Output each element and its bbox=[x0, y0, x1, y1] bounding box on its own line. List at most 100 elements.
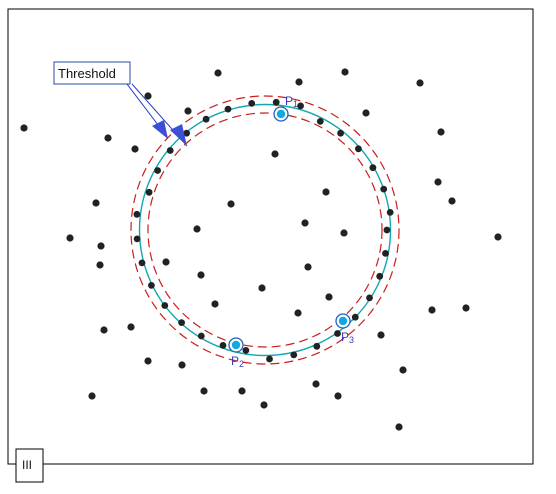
sample-point-marker bbox=[338, 316, 348, 326]
outlier-point bbox=[178, 361, 186, 369]
outlier-point bbox=[416, 79, 424, 87]
outlier-point bbox=[104, 134, 112, 142]
inlier-points bbox=[133, 98, 394, 363]
fitted-circle bbox=[138, 103, 392, 357]
inlier-point bbox=[313, 342, 321, 350]
inlier-point bbox=[382, 250, 389, 257]
outlier-point bbox=[301, 219, 309, 227]
inlier-point bbox=[133, 210, 141, 218]
inlier-point bbox=[351, 313, 359, 321]
outlier-point bbox=[144, 92, 152, 100]
sample-point-p1 bbox=[273, 106, 289, 122]
outlier-point bbox=[325, 293, 333, 301]
outlier-point bbox=[448, 197, 456, 205]
outlier-point bbox=[434, 178, 442, 186]
inlier-point bbox=[197, 332, 205, 340]
inlier-point bbox=[148, 282, 155, 289]
outlier-point bbox=[100, 326, 108, 334]
panel-marker-label: III bbox=[22, 458, 32, 472]
inlier-point bbox=[337, 129, 344, 137]
outlier-point bbox=[97, 242, 105, 250]
outlier-point bbox=[260, 401, 268, 409]
inlier-point bbox=[355, 145, 362, 153]
inlier-point bbox=[242, 347, 250, 354]
inlier-point bbox=[145, 188, 153, 196]
outlier-point bbox=[88, 392, 96, 400]
threshold-inner-boundary bbox=[147, 112, 383, 348]
threshold-outer-boundary bbox=[130, 95, 400, 365]
inlier-point bbox=[272, 98, 280, 106]
outlier-point bbox=[399, 366, 407, 374]
point-label-p2: P2 bbox=[231, 354, 244, 369]
inlier-point bbox=[383, 226, 391, 234]
outlier-point bbox=[20, 124, 28, 132]
inlier-point bbox=[154, 167, 162, 174]
outlier-point bbox=[322, 188, 330, 196]
outlier-point bbox=[197, 271, 205, 279]
outlier-point bbox=[271, 150, 279, 158]
inlier-point bbox=[376, 272, 384, 280]
outlier-point bbox=[341, 68, 349, 76]
arrow-head-icon bbox=[152, 120, 168, 139]
inlier-point bbox=[369, 164, 377, 172]
point-label-p3: P3 bbox=[341, 330, 354, 345]
inlier-point bbox=[316, 118, 324, 125]
outlier-point bbox=[462, 304, 470, 312]
outlier-point bbox=[437, 128, 445, 136]
outlier-point bbox=[66, 234, 74, 242]
outlier-point bbox=[227, 200, 235, 208]
inlier-point bbox=[224, 105, 232, 113]
inlier-point bbox=[386, 209, 394, 216]
outlier-point bbox=[294, 309, 302, 317]
outlier-point bbox=[362, 109, 370, 117]
outlier-point bbox=[428, 306, 436, 314]
outlier-point bbox=[184, 107, 192, 115]
outlier-point bbox=[131, 145, 139, 153]
outlier-point bbox=[258, 284, 266, 292]
outlier-point bbox=[340, 229, 348, 237]
outlier-point bbox=[312, 380, 320, 388]
inlier-point bbox=[178, 319, 186, 326]
inlier-point bbox=[219, 342, 227, 349]
outlier-point bbox=[238, 387, 246, 395]
inlier-point bbox=[133, 235, 141, 243]
inlier-point bbox=[166, 147, 174, 154]
panel-marker-box bbox=[15, 448, 44, 483]
inlier-point bbox=[297, 102, 304, 110]
inlier-point bbox=[334, 330, 341, 337]
outlier-point bbox=[377, 331, 385, 339]
inlier-point bbox=[138, 259, 146, 267]
panel-marker: III bbox=[15, 448, 44, 483]
point-label-p1: P1 bbox=[285, 94, 298, 109]
outlier-point bbox=[200, 387, 208, 395]
threshold-callout: Threshold bbox=[53, 61, 188, 147]
outlier-point bbox=[144, 357, 152, 365]
sample-point-p2 bbox=[228, 337, 244, 353]
inlier-point bbox=[366, 294, 373, 302]
sample-point-marker bbox=[276, 109, 286, 119]
outlier-point bbox=[211, 300, 219, 308]
threshold-label-box bbox=[53, 61, 131, 85]
outlier-point bbox=[127, 323, 135, 331]
outlier-point bbox=[494, 233, 502, 241]
outlier-point bbox=[334, 392, 342, 400]
sample-point-p3 bbox=[335, 313, 351, 329]
threshold-label: Threshold bbox=[58, 66, 116, 81]
inlier-point bbox=[161, 302, 169, 309]
diagram-frame bbox=[7, 8, 534, 465]
outlier-point bbox=[295, 78, 303, 86]
inlier-point bbox=[290, 351, 298, 359]
outlier-point bbox=[193, 225, 201, 233]
outlier-point bbox=[92, 199, 100, 207]
outlier-point bbox=[304, 263, 312, 271]
arrow-head-icon bbox=[170, 124, 187, 146]
inlier-point bbox=[380, 185, 388, 193]
outlier-point bbox=[96, 261, 104, 269]
inlier-point bbox=[266, 355, 273, 363]
outlier-point bbox=[214, 69, 222, 77]
inlier-point bbox=[202, 115, 210, 123]
inlier-point bbox=[183, 129, 191, 137]
outlier-point bbox=[395, 423, 403, 431]
